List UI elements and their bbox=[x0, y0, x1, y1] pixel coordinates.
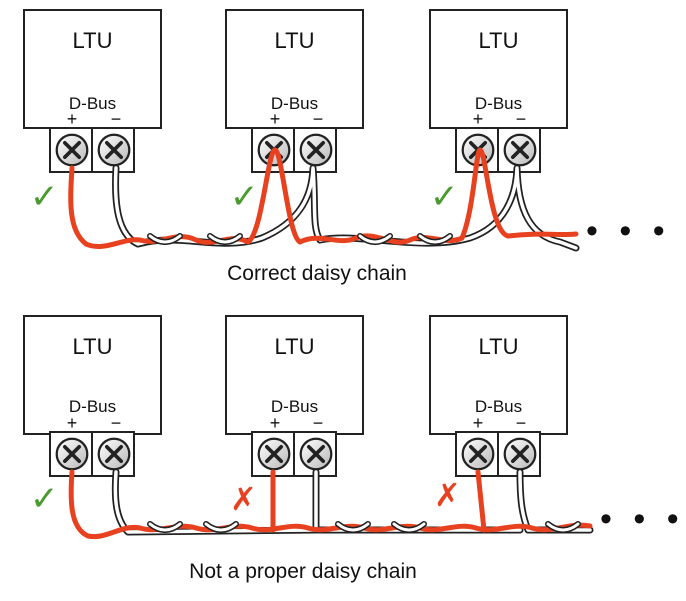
d-bus-label: D-Bus bbox=[69, 397, 116, 416]
plus-label: + bbox=[67, 109, 78, 129]
plus-label: + bbox=[473, 109, 484, 129]
ltu-box bbox=[23, 315, 162, 435]
ltu-box bbox=[429, 9, 568, 129]
screw-terminal-icon bbox=[54, 436, 90, 472]
plus-label: + bbox=[270, 413, 281, 433]
ltu-title: LTU bbox=[479, 334, 519, 359]
ltu-unit: LTU D-Bus + − bbox=[225, 315, 364, 477]
minus-label: − bbox=[313, 413, 324, 433]
minus-label: − bbox=[516, 413, 527, 433]
cross-icon: ✗ bbox=[434, 476, 461, 514]
check-icon: ✓ bbox=[230, 177, 259, 217]
screw-terminal-icon bbox=[298, 132, 334, 168]
ltu-box bbox=[225, 9, 364, 129]
minus-label: − bbox=[516, 109, 527, 129]
ltu-box bbox=[429, 315, 568, 435]
d-bus-label: D-Bus bbox=[475, 397, 522, 416]
ltu-unit: LTU D-Bus + − bbox=[23, 315, 162, 477]
improper-daisy-chain-diagram: LTU D-Bus + − LTU D-Bus + − LTU D-Bus bbox=[23, 315, 685, 583]
ltu-unit: LTU D-Bus + − bbox=[23, 9, 162, 173]
ltu-unit: LTU D-Bus + − bbox=[429, 9, 568, 173]
screw-terminal-icon bbox=[54, 132, 90, 168]
screw-terminal-icon bbox=[298, 436, 334, 472]
positive-wire bbox=[68, 147, 579, 249]
check-icon: ✓ bbox=[30, 177, 59, 217]
caption-improper: Not a proper daisy chain bbox=[189, 560, 417, 583]
ltu-title: LTU bbox=[73, 334, 113, 359]
d-bus-label: D-Bus bbox=[475, 94, 522, 113]
minus-label: − bbox=[111, 109, 122, 129]
positive-stub bbox=[475, 469, 487, 533]
ltu-unit: LTU D-Bus + − bbox=[225, 9, 364, 173]
screw-terminal-icon bbox=[96, 436, 132, 472]
continuation-dots: • • • bbox=[586, 212, 671, 250]
screw-terminal-icon bbox=[502, 436, 538, 472]
positive-wire bbox=[68, 469, 593, 540]
caption-correct: Correct daisy chain bbox=[227, 262, 407, 285]
ltu-title: LTU bbox=[275, 334, 315, 359]
ltu-unit: LTU D-Bus + − bbox=[429, 315, 568, 477]
minus-label: − bbox=[313, 109, 324, 129]
ltu-box bbox=[225, 315, 364, 435]
correct-daisy-chain-diagram: LTU D-Bus + − LTU D-Bus + − LTU D-Bus bbox=[23, 9, 671, 285]
continuation-dots: • • • bbox=[600, 500, 685, 538]
ltu-title: LTU bbox=[73, 28, 113, 53]
screw-terminal-icon bbox=[96, 132, 132, 168]
wire-twist bbox=[147, 521, 581, 533]
ltu-title: LTU bbox=[479, 28, 519, 53]
ltu-box bbox=[23, 9, 162, 129]
plus-label: + bbox=[270, 109, 281, 129]
plus-label: + bbox=[473, 413, 484, 433]
screw-terminal-icon bbox=[256, 436, 292, 472]
ltu-title: LTU bbox=[275, 28, 315, 53]
cross-icon: ✗ bbox=[230, 480, 257, 518]
plus-label: + bbox=[67, 413, 78, 433]
check-icon: ✓ bbox=[30, 479, 59, 519]
d-bus-label: D-Bus bbox=[271, 94, 318, 113]
screw-terminal-icon bbox=[460, 436, 496, 472]
screw-terminal-icon bbox=[502, 132, 538, 168]
check-icon: ✓ bbox=[430, 177, 459, 217]
d-bus-label: D-Bus bbox=[69, 94, 116, 113]
d-bus-label: D-Bus bbox=[271, 397, 318, 416]
wire-twist bbox=[147, 233, 453, 245]
minus-label: − bbox=[111, 413, 122, 433]
negative-wire bbox=[111, 468, 594, 536]
